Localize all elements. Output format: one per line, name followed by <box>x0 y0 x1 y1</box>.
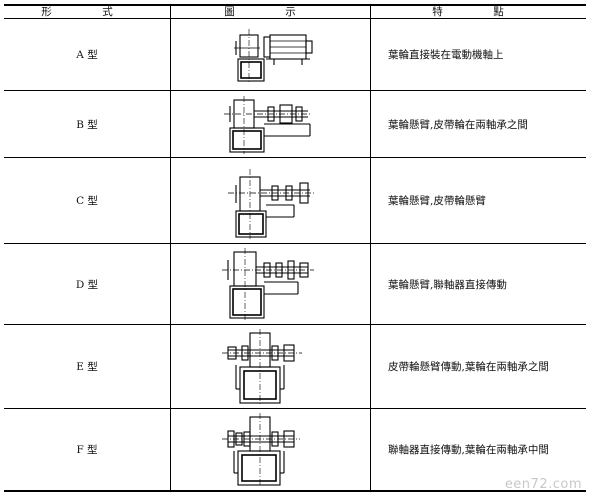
row-feature: 葉輪直接裝在電動機軸上 <box>388 49 504 61</box>
table-bottom-rule <box>4 490 586 492</box>
header-feature: 特 點 <box>432 6 524 18</box>
row-feature: 葉輪懸臂,皮帶輪懸臂 <box>388 195 486 207</box>
row-type: E 型 <box>76 361 98 373</box>
row-type: D 型 <box>75 278 99 291</box>
row-rule <box>4 408 586 409</box>
diagram-type-b <box>170 91 370 157</box>
diagram-type-e <box>170 325 370 408</box>
row-feature: 葉輪懸臂,皮帶輪在兩軸承之間 <box>388 118 528 131</box>
row-type: A 型 <box>76 49 98 61</box>
table-top-rule <box>4 4 586 6</box>
column-rule <box>370 4 371 492</box>
drive-type-table: 形 式 圖 示 特 點 A 型 葉輪直接裝在電動機軸上 B 型 <box>4 4 586 492</box>
header-rule <box>4 18 586 19</box>
diagram-type-c <box>170 158 370 243</box>
watermark: een72.com <box>504 477 582 492</box>
row-type: C 型 <box>76 195 98 207</box>
row-type: B 型 <box>76 118 98 131</box>
diagram-type-a <box>170 19 370 90</box>
row-rule <box>4 324 586 325</box>
column-rule <box>170 4 171 492</box>
row-feature: 葉輪懸臂,聯軸器直接傳動 <box>388 278 507 291</box>
diagram-type-f <box>170 409 370 490</box>
row-type: F 型 <box>76 444 98 456</box>
row-rule <box>4 90 586 91</box>
row-feature: 聯軸器直接傳動,葉輪在兩軸承中間 <box>388 444 549 456</box>
header-form: 形 式 <box>41 6 133 18</box>
row-rule <box>4 157 586 158</box>
header-diagram: 圖 示 <box>224 6 316 18</box>
diagram-type-d <box>170 244 370 324</box>
row-rule <box>4 243 586 244</box>
row-feature: 皮帶輪懸臂傳動,葉輪在兩軸承之間 <box>388 361 549 373</box>
